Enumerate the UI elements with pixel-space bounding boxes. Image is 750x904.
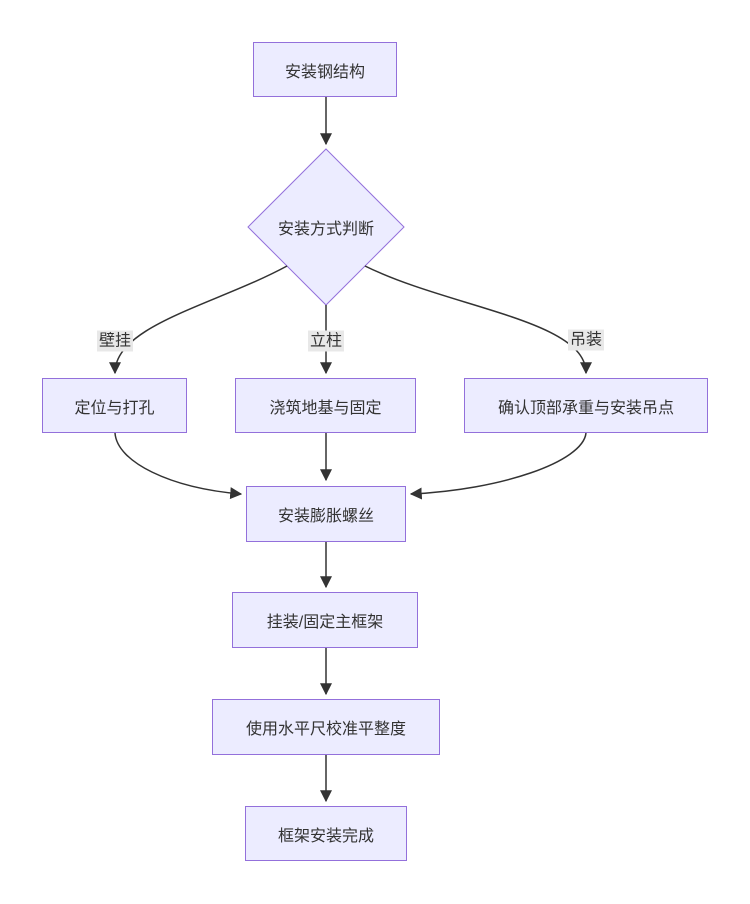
edge-decision-to-hoist [364,265,592,375]
edge-label-column: 立柱 [307,330,345,352]
node-install-steel: 安装钢结构 [253,42,397,97]
node-wall-mount: 定位与打孔 [42,378,187,433]
node-complete: 框架安装完成 [245,806,407,861]
edge-hoist-to-anchor [409,432,587,500]
edge-decision-to-wall [109,265,288,375]
node-anchor-bolts: 安装膨胀螺丝 [246,486,406,542]
node-hoist-mount: 确认顶部承重与安装吊点 [464,378,708,433]
node-leveling: 使用水平尺校准平整度 [212,699,440,755]
node-decision-label: 安装方式判断 [277,221,374,238]
edge-wall-to-anchor [114,432,243,500]
edge-label-wall: 壁挂 [96,330,134,352]
node-main-frame: 挂装/固定主框架 [232,592,418,648]
edge-label-hoist: 吊装 [567,329,605,351]
node-column-mount: 浇筑地基与固定 [235,378,416,433]
